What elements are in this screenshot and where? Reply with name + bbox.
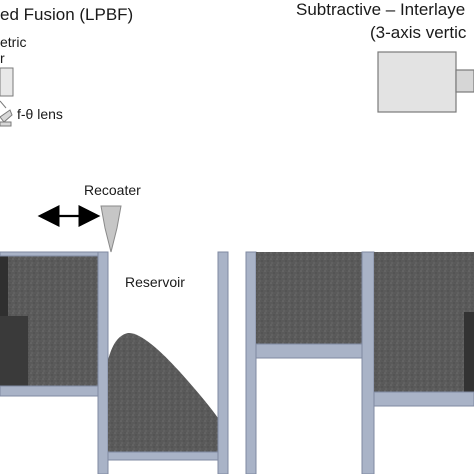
recoater-blade — [100, 205, 122, 253]
subtractive-built-part — [464, 312, 474, 392]
f-theta-lens-label: f-θ lens — [17, 106, 63, 122]
build-plate — [0, 385, 99, 397]
recoater-label: Recoater — [84, 182, 141, 198]
milling-spindle-icon — [377, 51, 474, 113]
scanner-connector-line — [0, 100, 7, 109]
subtractive-plate-right — [373, 391, 474, 407]
built-part — [0, 316, 28, 386]
reservoir-piston — [107, 451, 219, 461]
scanner-label-partial-2: r — [0, 50, 5, 66]
lpbf-title: ed Fusion (LPBF) — [0, 5, 133, 24]
subtractive-plate-left — [255, 343, 363, 359]
subtractive-powder-left — [256, 252, 362, 344]
build-chamber-top-lip — [0, 251, 99, 257]
subtractive-title-line1: Subtractive – Interlaye — [296, 0, 465, 19]
reservoir — [107, 251, 229, 474]
subtractive-wall-left — [245, 251, 257, 474]
reservoir-label: Reservoir — [125, 274, 185, 290]
build-chamber — [0, 251, 109, 474]
subtractive-station — [245, 251, 474, 474]
subtractive-title-line2: (3-axis vertic — [370, 23, 467, 42]
reservoir-powder — [108, 332, 218, 452]
reservoir-wall — [217, 251, 229, 474]
build-chamber-wall — [97, 251, 109, 474]
f-theta-lens-icon — [0, 109, 13, 127]
scanner-label-partial-1: etric — [0, 34, 26, 50]
subtractive-wall-center — [361, 251, 375, 474]
galvo-scanner-box — [0, 67, 14, 97]
subtractive-powder-right — [374, 252, 474, 392]
